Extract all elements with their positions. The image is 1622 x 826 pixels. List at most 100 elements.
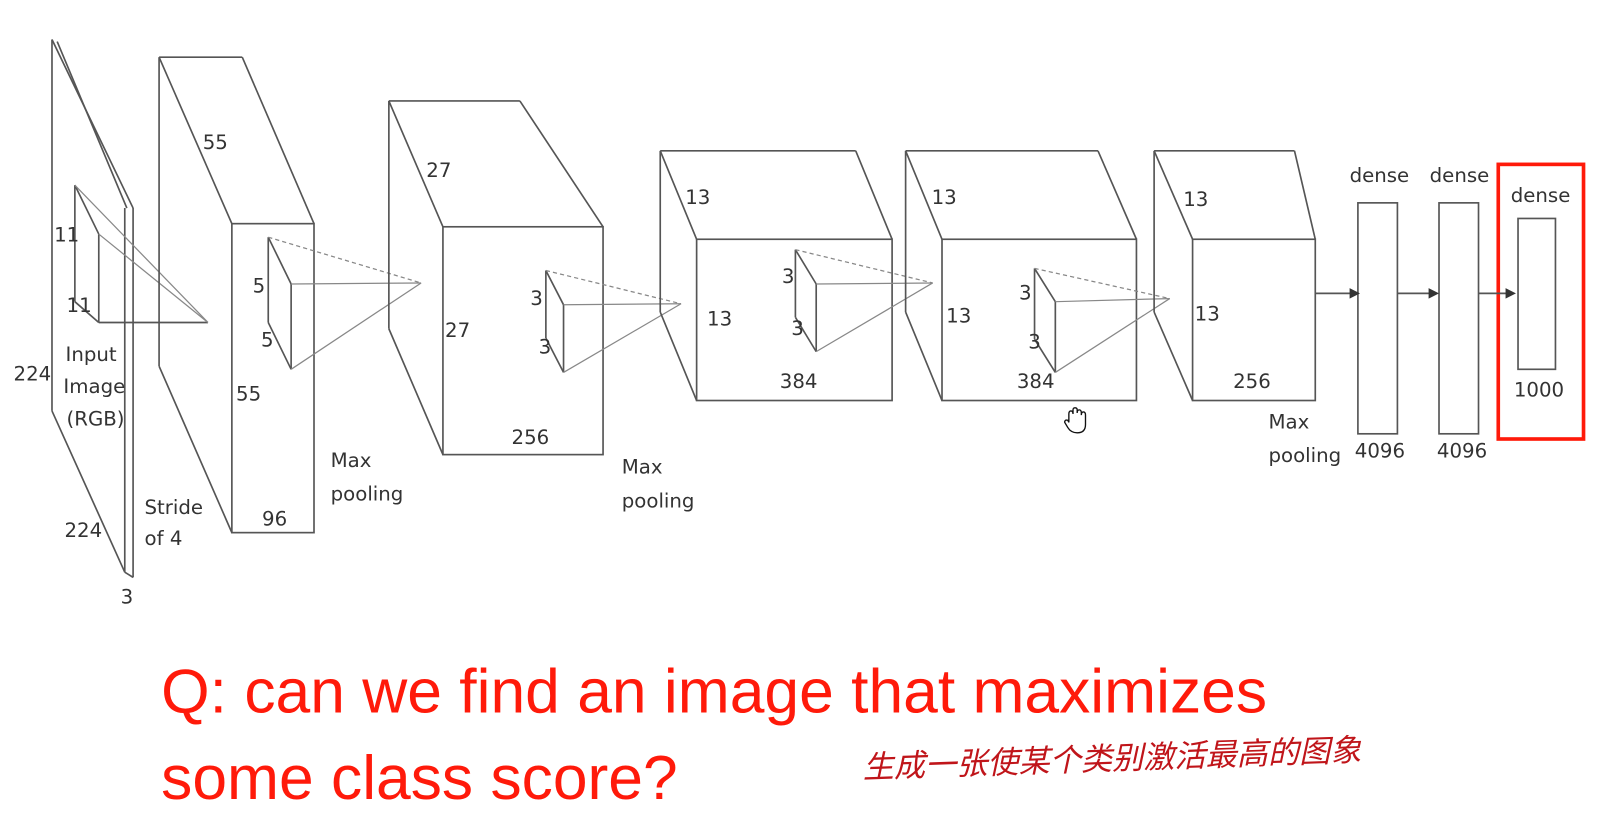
stride-label-1: Stride [145, 496, 204, 519]
pool1-label-2: pooling [331, 482, 404, 505]
conv3-top-right-diag [854, 150, 893, 240]
conv2-width: 27 [445, 319, 470, 342]
arrow-conv5-dense1-head [1349, 288, 1360, 299]
input-depth: 3 [121, 585, 134, 608]
input-bottom-diag [51, 410, 126, 573]
conv3-kernel-projection [815, 282, 933, 353]
conv1-depth: 96 [262, 507, 287, 530]
conv3-width: 13 [707, 308, 732, 331]
input-bottom [124, 571, 134, 579]
input-label-1: Input [66, 343, 117, 366]
conv4-width: 13 [946, 304, 971, 327]
dense3-size: 1000 [1514, 378, 1564, 401]
hand-cursor-icon [1064, 407, 1087, 434]
conv4-height: 13 [932, 186, 957, 209]
pool1-label-1: Max [331, 449, 372, 472]
conv1-height: 55 [203, 131, 228, 154]
conv4-kernel-h: 3 [1019, 282, 1032, 305]
conv3-kernel-edge [794, 249, 817, 285]
conv2-kernel-edge [545, 270, 565, 306]
input-kernel-width: 11 [67, 294, 92, 317]
conv4-depth: 384 [1017, 370, 1055, 393]
conv4-kernel-edge [1033, 267, 1057, 303]
arrow-dense2-dense3-head [1505, 288, 1516, 299]
conv4-kernel-projection [1034, 267, 1170, 300]
input-kernel-projection [74, 184, 209, 323]
conv3-front-face [695, 238, 893, 402]
dense1-size: 4096 [1355, 440, 1405, 463]
conv1-top-left-diag [158, 56, 233, 224]
conv2-kernel-w: 3 [539, 336, 552, 359]
stride-label-2: of 4 [145, 527, 183, 550]
conv1-kernel-edge [267, 236, 292, 285]
input-kernel-edge [74, 184, 100, 235]
conv1-kernel-h: 5 [253, 274, 266, 297]
conv3-kernel-projection [816, 282, 933, 285]
input-label-3: (RGB) [67, 407, 125, 430]
conv2-kernel-h: 3 [530, 287, 543, 310]
conv1-kernel-projection [268, 236, 422, 284]
conv4-kernel-projection [1055, 298, 1171, 373]
conv2-kernel-edge [545, 337, 565, 373]
input-height: 224 [14, 363, 52, 386]
conv3-kernel-edge [794, 316, 817, 353]
conv3-bottom-left-diag [659, 311, 698, 401]
conv4-bottom-left-diag [904, 311, 943, 401]
conv1-bottom-left-diag [158, 365, 233, 533]
dense3-label: dense [1511, 184, 1571, 207]
conv3-kernel-projection [795, 249, 933, 284]
input-kernel-edge [74, 301, 100, 324]
input-kernel-height: 11 [54, 223, 79, 246]
conv1-kernel-edge [267, 322, 292, 370]
conv2-kernel-projection [563, 303, 682, 306]
arrow-dense1-dense2-head [1428, 288, 1440, 299]
pool2-label-1: Max [622, 455, 663, 478]
conv1-width: 55 [236, 383, 261, 406]
conv3-kernel-h: 3 [782, 265, 795, 288]
input-kernel-projection [98, 233, 209, 323]
conv1-top-right-diag [241, 56, 315, 224]
input-top-diag [51, 39, 134, 209]
conv5-top-left-diag [1153, 150, 1194, 240]
conv1-front-face [231, 222, 315, 534]
conv2-top-right-diag [519, 100, 604, 228]
conv1-kernel-w: 5 [261, 328, 274, 351]
conv2-top-left-diag [388, 100, 444, 228]
input-width: 224 [64, 519, 102, 542]
dense2-box [1438, 202, 1480, 435]
conv5-front-face [1191, 238, 1317, 402]
conv4-top-left-diag [904, 150, 943, 240]
dense3-highlight-box [1496, 162, 1586, 441]
pool3-label-2: pooling [1268, 444, 1341, 467]
conv3-height: 13 [685, 186, 710, 209]
dense2-size: 4096 [1437, 440, 1487, 463]
dense1-label: dense [1350, 164, 1410, 187]
conv5-height: 13 [1183, 188, 1208, 211]
conv4-top-right-diag [1097, 150, 1138, 240]
conv4-kernel-projection [1055, 297, 1170, 303]
conv4-kernel-edge [1033, 338, 1057, 373]
question-line-2: some class score? [161, 744, 678, 813]
conv5-depth: 256 [1233, 370, 1271, 393]
conv3-depth: 384 [780, 370, 818, 393]
conv1-kernel-projection [290, 282, 422, 370]
conv2-kernel-projection [563, 303, 682, 373]
pool3-label-1: Max [1268, 411, 1309, 434]
conv2-front-face [442, 225, 604, 456]
conv2-height: 27 [426, 159, 451, 182]
conv4-kernel-w: 3 [1028, 330, 1041, 353]
dense2-label: dense [1430, 164, 1490, 187]
conv3-kernel-w: 3 [791, 317, 804, 340]
conv2-depth: 256 [512, 426, 550, 449]
conv2-kernel-projection [545, 269, 682, 305]
conv2-bottom-left-diag [388, 328, 444, 455]
conv5-bottom-left-diag [1153, 311, 1194, 401]
input-top-diag [56, 41, 128, 209]
handwritten-annotation: 生成一张使某个类别激活最高的图象 [862, 733, 1363, 786]
question-line-1: Q: can we find an image that maximizes [161, 658, 1267, 727]
conv5-top-right-diag [1293, 150, 1317, 240]
conv3-top-left-diag [659, 150, 698, 240]
conv5-width: 13 [1195, 302, 1220, 325]
input-label-2: Image [63, 375, 125, 398]
